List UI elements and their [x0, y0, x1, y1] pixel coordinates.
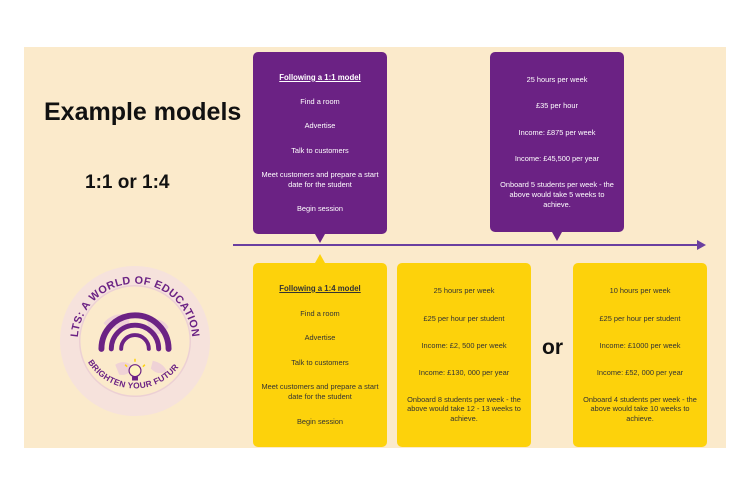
arc-outer-icon	[98, 312, 172, 352]
example-1-4-a-line: 25 hours per week	[433, 286, 495, 296]
model-1-1-step: Begin session	[296, 203, 343, 213]
model-1-1-step: Advertise	[304, 121, 336, 131]
lts-logo: LTS: A WORLD OF EDUCATION BRIGHTEN YOUR …	[56, 262, 211, 417]
model-1-1-pointer	[315, 234, 325, 243]
model-1-1-title: Following a 1:1 model	[279, 72, 361, 82]
example-1-4-b-line: 10 hours per week	[609, 286, 671, 296]
example-1-1-line: Onboard 5 students per week - the above …	[500, 180, 614, 209]
arc-inner-icon	[119, 333, 151, 351]
model-1-4-step: Begin session	[296, 416, 343, 426]
model-1-4-step: Talk to customers	[291, 357, 349, 367]
model-1-4-step: Meet customers and prepare a start date …	[261, 382, 379, 401]
model-1-4-title: Following a 1:4 model	[279, 283, 361, 293]
slide-heading: Example models	[44, 98, 242, 126]
example-1-4-b-line: Income: £1000 per week	[599, 340, 681, 350]
timeline-line	[233, 244, 699, 246]
example-1-4-b-line: Onboard 4 students per week - the above …	[583, 394, 697, 423]
example-1-4-b-line: £25 per hour per student	[599, 313, 681, 323]
example-1-4-a-box: 25 hours per week £25 per hour per stude…	[397, 263, 531, 447]
or-label: or	[542, 336, 563, 359]
model-1-1-step: Talk to customers	[291, 145, 349, 155]
lightbulb-icon	[124, 358, 146, 381]
example-1-1-pointer	[552, 232, 562, 241]
arc-middle-icon	[108, 322, 162, 352]
example-1-1-line: Income: £45,500 per year	[514, 153, 600, 163]
model-1-1-box: Following a 1:1 model Find a room Advert…	[253, 52, 387, 234]
example-1-4-a-line: Income: £130, 000 per year	[418, 367, 510, 377]
example-1-4-a-line: Income: £2, 500 per week	[421, 340, 507, 350]
example-1-1-line: 25 hours per week	[526, 74, 588, 84]
slide-subheading: 1:1 or 1:4	[85, 172, 170, 193]
example-1-4-a-line: £25 per hour per student	[423, 313, 505, 323]
model-1-4-pointer	[315, 254, 325, 263]
example-1-4-a-line: Onboard 8 students per week - the above …	[407, 394, 521, 423]
example-1-1-line: £35 per hour	[536, 101, 578, 111]
model-1-4-box: Following a 1:4 model Find a room Advert…	[253, 263, 387, 447]
example-1-4-b-box: 10 hours per week £25 per hour per stude…	[573, 263, 707, 447]
example-1-1-box: 25 hours per week £35 per hour Income: £…	[490, 52, 624, 232]
model-1-4-step: Advertise	[304, 333, 336, 343]
example-1-4-b-line: Income: £52, 000 per year	[596, 367, 684, 377]
model-1-1-step: Find a room	[300, 97, 340, 107]
timeline-arrowhead	[697, 240, 706, 250]
model-1-4-step: Find a room	[300, 308, 340, 318]
example-1-1-line: Income: £875 per week	[518, 127, 596, 137]
model-1-1-step: Meet customers and prepare a start date …	[261, 169, 379, 189]
